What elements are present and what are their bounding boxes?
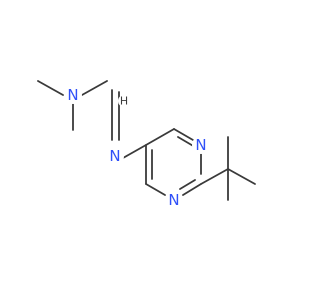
atom-h-methine: H [118,95,130,108]
atom-n-ring-lower-label: N [168,191,179,209]
bond-cquat-me-right [227,168,256,185]
bond-n-ch [81,80,108,96]
atom-n-ring-upper: N [192,136,210,154]
atom-n-ring-upper-label: N [195,136,206,154]
atom-labels: N H N N N [64,86,210,209]
atom-n-ring-lower: N [165,191,183,209]
atom-n-imine-label: N [109,147,120,165]
bonds [37,80,256,201]
atom-n-amine: N [64,86,82,104]
bond-ring-c2-n3-double [179,179,196,190]
atom-h-methine-label: H [120,95,128,108]
atom-n-amine-label: N [67,86,78,104]
bond-n-ring [122,144,147,159]
bond-ring-n3-c4 [145,183,166,196]
atom-n-imine: N [106,147,124,165]
bond-methyl1-n [37,80,64,96]
bond-ring-c2-n3 [182,183,202,196]
bond-ring-c5-c6 [145,128,175,146]
bond-ring-c6-n1 [173,128,194,141]
bond-c2-cquat [200,168,229,185]
molecule-structure: N H N N N [37,80,256,209]
